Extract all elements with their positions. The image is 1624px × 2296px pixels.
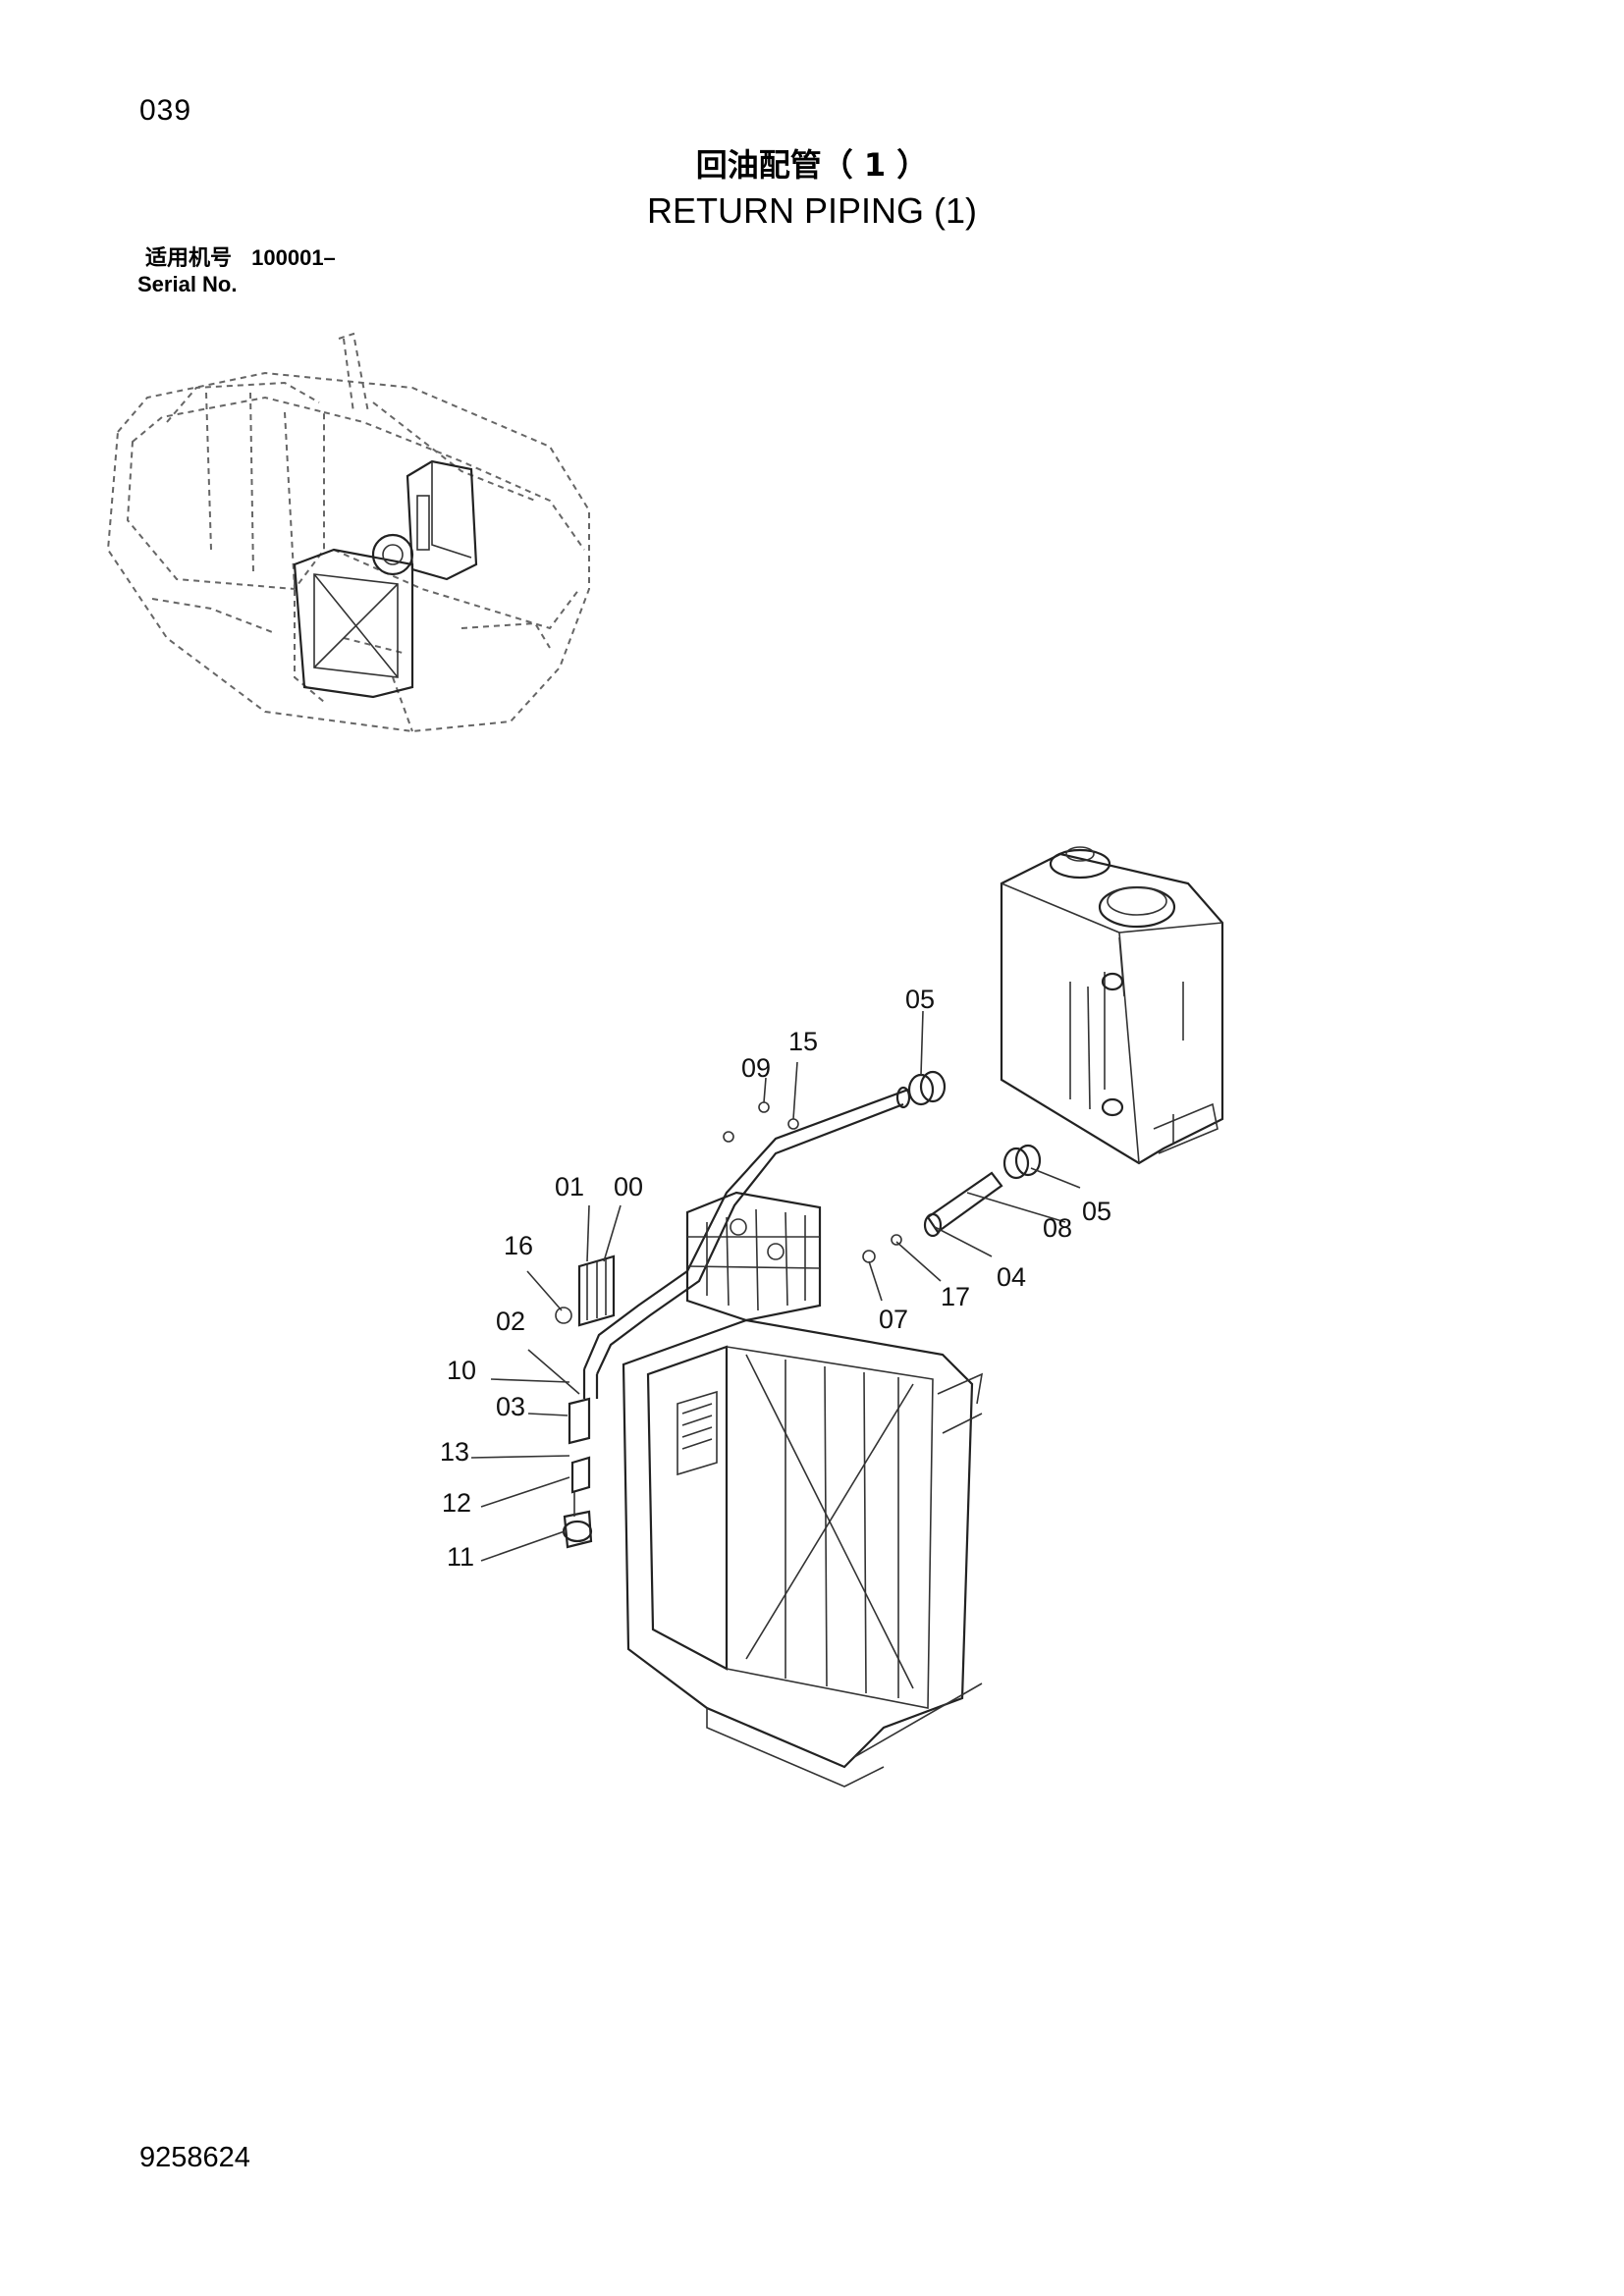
return-filter-manifold [685, 1191, 822, 1322]
hydraulic-tank [1000, 846, 1224, 1165]
callout-09: 09 [741, 1053, 771, 1083]
serial-value: 100001– [251, 245, 336, 270]
callout-07: 07 [879, 1305, 908, 1334]
callout-10: 10 [447, 1356, 476, 1385]
callout-01: 01 [555, 1172, 584, 1201]
serial-label-english: Serial No. [137, 272, 238, 296]
callout-leader-lines [470, 1010, 1081, 1562]
callout-11: 11 [447, 1542, 474, 1572]
hose-connector [923, 1171, 1003, 1238]
serial-label-chinese: 适用机号 [145, 246, 233, 271]
page-number: 039 [139, 94, 192, 127]
page-title-english: RETURN PIPING (1) [646, 190, 978, 231]
callout-05-lower: 05 [1082, 1197, 1111, 1226]
page-title-chinese: 回油配管（ 1 ） [695, 146, 929, 184]
overview-highlight-components [293, 459, 478, 699]
excavator-overview-sketch [106, 332, 590, 733]
oil-cooler-frame [622, 1318, 984, 1788]
callout-16: 16 [504, 1231, 533, 1260]
title-block: 回油配管（ 1 ） RETURN PIPING (1) [0, 143, 1624, 234]
callout-00: 00 [614, 1172, 643, 1201]
callout-04: 04 [997, 1262, 1026, 1292]
callout-13: 13 [440, 1437, 469, 1467]
callout-03: 03 [496, 1392, 525, 1421]
bolts-and-fittings [555, 1101, 902, 1549]
serial-info: 适用机号 100001– Serial No. [137, 245, 336, 297]
callout-17: 17 [941, 1282, 970, 1311]
part-callouts: 05 05 08 04 17 07 15 09 01 00 16 02 10 0… [440, 985, 1111, 1572]
callout-05-upper: 05 [905, 985, 935, 1014]
hose-clamps [907, 1070, 1042, 1180]
document-number: 9258624 [139, 2142, 250, 2173]
return-pipe [582, 1086, 911, 1399]
callout-12: 12 [442, 1488, 471, 1518]
callout-15: 15 [788, 1027, 818, 1056]
pipe-bracket-plates [577, 1255, 616, 1327]
callout-08: 08 [1043, 1213, 1072, 1243]
callout-02: 02 [496, 1307, 525, 1336]
